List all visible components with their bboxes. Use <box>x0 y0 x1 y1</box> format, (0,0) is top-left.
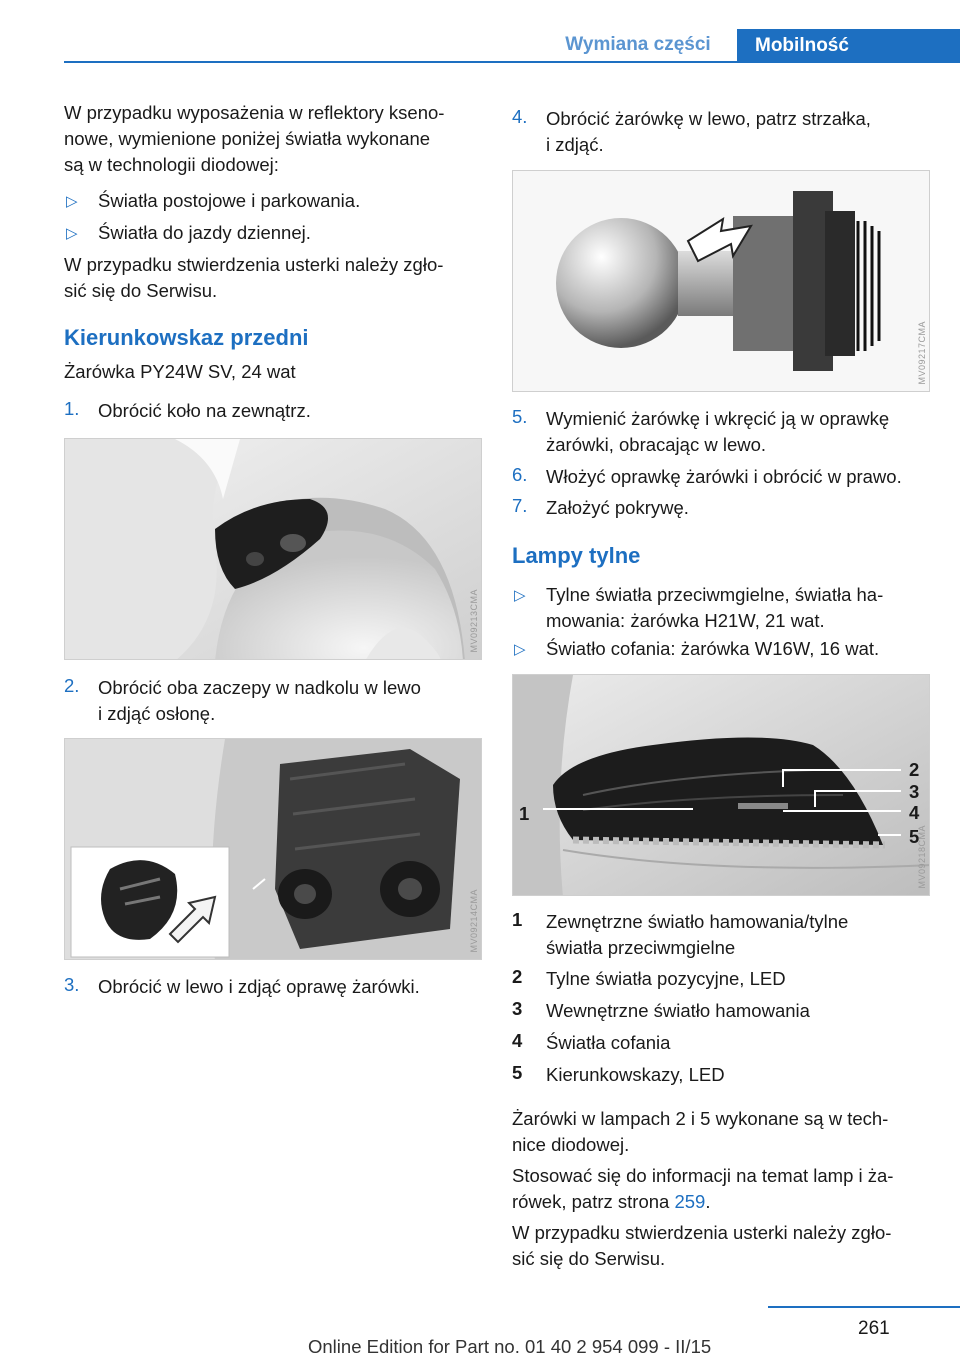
callout-4: 4 <box>909 802 920 823</box>
heading-front-indicator: Kierunkowskaz przedni <box>64 325 309 350</box>
para-ref-period: . <box>705 1191 711 1212</box>
para-ref-line-2: rówek, patrz strona 259. <box>512 1189 710 1214</box>
legend-number: 3 <box>512 998 523 1019</box>
triangle-right-icon: ▷ <box>66 225 78 242</box>
legend-3-text: Wewnętrzne światło hamowania <box>546 1000 810 1021</box>
heading-tail-lamps: Lampy tylne <box>512 543 641 568</box>
legend-1-line-1: Zewnętrzne światło hamowania/tylne <box>546 911 849 932</box>
figure-arch-cover: MV09214CMA <box>64 738 482 960</box>
legend-1-line-2: światła przeciwmgielne <box>546 937 736 958</box>
step-number: 6. <box>512 464 528 485</box>
bullet-reverse-light: Światło cofania: żarówka W16W, 16 wat. <box>546 638 880 659</box>
legend-number: 1 <box>512 909 523 930</box>
para-service-line-2: sić się do Serwisu. <box>512 1248 666 1269</box>
bullet-fog-brake-line-2: mowania: żarówka H21W, 21 wat. <box>546 610 825 631</box>
bullet-fog-brake-line-1: Tylne światła przeciwmgielne, światła ha… <box>546 584 884 605</box>
intro-line-2: nowe, wymienione poniżej światła wykonan… <box>64 128 431 149</box>
callout-5: 5 <box>909 826 920 847</box>
triangle-right-icon: ▷ <box>66 193 78 210</box>
step-4-line-1: Obrócić żarówkę w lewo, patrz strzałka, <box>546 108 871 129</box>
edition-note: Online Edition for Part no. 01 40 2 954 … <box>308 1336 712 1357</box>
step-2-line-2: i zdjąć osłonę. <box>98 703 216 724</box>
figure-code: MV09217CMA <box>917 321 927 385</box>
para-ref-line-1: Stosować się do informacji na temat lamp… <box>512 1165 894 1186</box>
footer-rule <box>768 1306 960 1308</box>
step-number: 5. <box>512 406 528 427</box>
triangle-right-icon: ▷ <box>514 587 526 604</box>
step-number: 1. <box>64 398 80 419</box>
callout-2: 2 <box>909 759 920 780</box>
note-line-1: W przypadku stwierdzenia usterki należy … <box>64 254 444 275</box>
figure-code: MV09218CMA <box>917 825 927 889</box>
figure-code: MV09214CMA <box>469 889 479 953</box>
intro-line-3: są w technologii diodowej: <box>64 154 279 175</box>
step-number: 3. <box>64 974 80 995</box>
step-5-line-2: żarówki, obracając w lewo. <box>546 434 767 455</box>
tail-lamp-illustration <box>513 675 929 895</box>
section-title: Wymiana części <box>565 34 711 55</box>
figure-bulb-removal: MV09217CMA <box>512 170 930 392</box>
bulb-spec: Żarówka PY24W SV, 24 wat <box>64 361 296 382</box>
step-number: 4. <box>512 106 528 127</box>
step-5-line-1: Wymienić żarówkę i wkręcić ją w oprawkę <box>546 408 890 429</box>
arch-cover-illustration <box>65 739 481 959</box>
callout-1: 1 <box>519 803 530 824</box>
para-led-line-1: Żarówki w lampach 2 i 5 wykonane są w te… <box>512 1108 889 1129</box>
legend-4-text: Światła cofania <box>546 1032 671 1053</box>
bulb-illustration <box>513 171 929 391</box>
header-rule <box>64 61 960 63</box>
page-number: 261 <box>858 1318 890 1339</box>
figure-code: MV09213CMA <box>469 589 479 653</box>
legend-number: 4 <box>512 1030 523 1051</box>
legend-number: 2 <box>512 966 523 987</box>
wheel-arch-illustration <box>65 439 481 659</box>
step-2-line-1: Obrócić oba zaczepy w nadkolu w lewo <box>98 677 421 698</box>
callout-3: 3 <box>909 781 920 802</box>
intro-line-1: W przypadku wyposażenia w reflektory kse… <box>64 102 445 123</box>
bullet-parking-lights: Światła postojowe i parkowania. <box>98 190 361 211</box>
legend-number: 5 <box>512 1062 523 1083</box>
triangle-right-icon: ▷ <box>514 641 526 658</box>
step-3-text: Obrócić w lewo i zdjąć oprawę żarówki. <box>98 976 420 997</box>
step-number: 7. <box>512 495 528 516</box>
para-led-line-2: nice diodowej. <box>512 1134 630 1155</box>
page-link-259[interactable]: 259 <box>674 1191 706 1212</box>
legend-5-text: Kierunkowskazy, LED <box>546 1064 725 1085</box>
step-6-text: Włożyć oprawkę żarówki i obrócić w prawo… <box>546 466 902 487</box>
figure-tail-lamp: 1 2 3 4 5 MV09218CMA <box>512 674 930 896</box>
figure-wheel-arch: MV09213CMA <box>64 438 482 660</box>
chapter-tab[interactable]: Mobilność <box>737 29 960 63</box>
step-number: 2. <box>64 675 80 696</box>
note-line-2: sić się do Serwisu. <box>64 280 218 301</box>
step-1-text: Obrócić koło na zewnątrz. <box>98 400 311 421</box>
legend-2-text: Tylne światła pozycyjne, LED <box>546 968 786 989</box>
bullet-daytime-lights: Światła do jazdy dziennej. <box>98 222 311 243</box>
para-ref-text: rówek, patrz strona <box>512 1191 675 1212</box>
step-4-line-2: i zdjąć. <box>546 134 604 155</box>
para-service-line-1: W przypadku stwierdzenia usterki należy … <box>512 1222 892 1243</box>
step-7-text: Założyć pokrywę. <box>546 497 689 518</box>
